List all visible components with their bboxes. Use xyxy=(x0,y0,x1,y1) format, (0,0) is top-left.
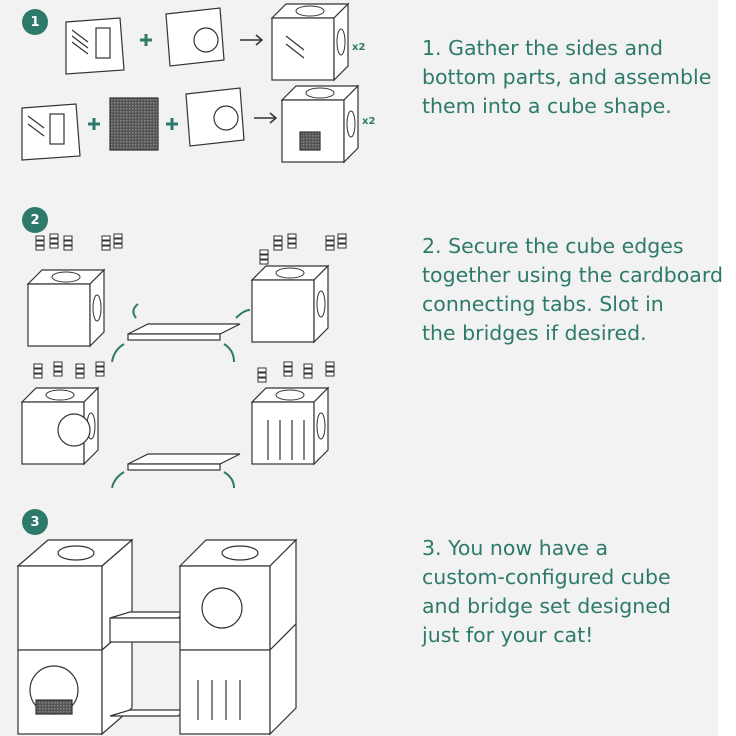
step-3-line: and bridge set designed xyxy=(422,594,671,618)
step-3-line: custom-configured cube xyxy=(422,565,671,589)
multiplier-x2: x2 xyxy=(362,116,375,127)
step-1-line: them into a cube shape. xyxy=(422,94,672,118)
step-2-line: the bridges if desired. xyxy=(422,321,647,345)
multiplier-x2: x2 xyxy=(352,42,365,53)
step-1-line: bottom parts, and assemble xyxy=(422,65,712,89)
step-2-line: connecting tabs. Slot in xyxy=(422,292,664,316)
page-edge xyxy=(718,0,736,736)
step-1-text: 1. Gather the sides and bottom parts, an… xyxy=(422,34,722,121)
step-2-illustration xyxy=(21,233,347,489)
step-3-illustration xyxy=(16,538,298,736)
step-2-line: 2. Secure the cube edges xyxy=(422,234,684,258)
connector-tab-icon xyxy=(33,233,347,383)
curved-arrow-icon xyxy=(111,303,251,489)
step-2-line: together using the cardboard xyxy=(422,263,723,287)
step-2-badge: 2 xyxy=(22,207,48,233)
step-3-text: 3. You now have a custom-configured cube… xyxy=(422,534,722,650)
step-3-line: 3. You now have a xyxy=(422,536,609,560)
step-3-line: just for your cat! xyxy=(422,623,594,647)
step-3-badge: 3 xyxy=(22,509,48,535)
step-2-text: 2. Secure the cube edges together using … xyxy=(422,232,723,348)
step-1-line: 1. Gather the sides and xyxy=(422,36,664,60)
step-1-illustration xyxy=(21,3,359,163)
step-1-badge: 1 xyxy=(22,9,48,35)
